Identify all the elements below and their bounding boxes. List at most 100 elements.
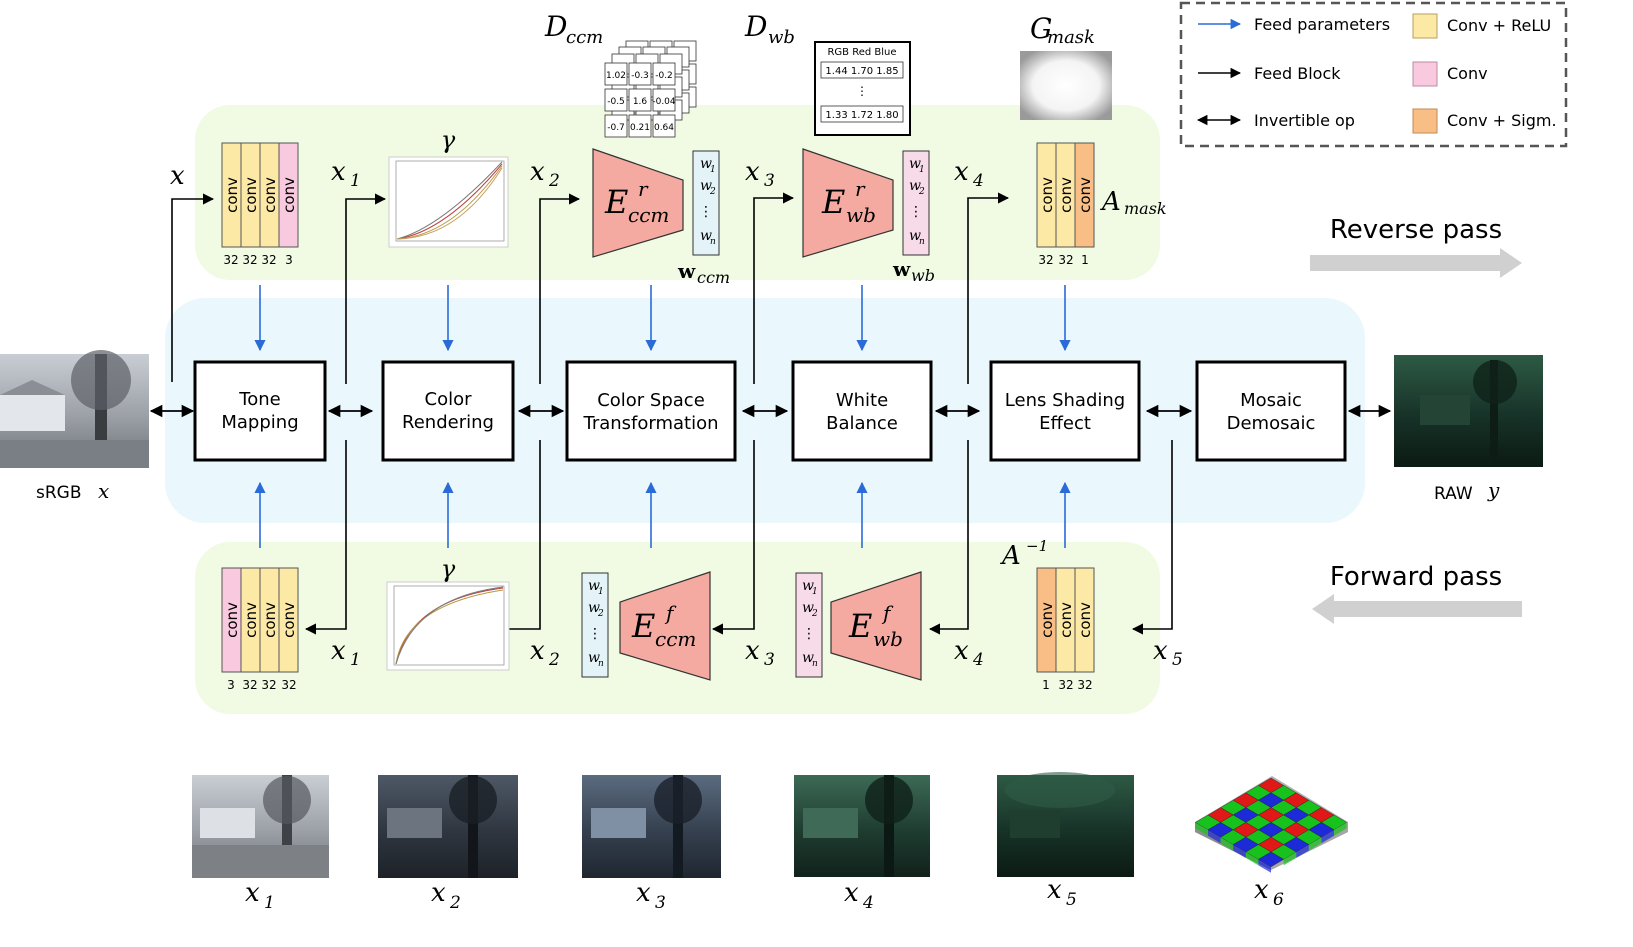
svg-text:⋮: ⋮ — [909, 204, 923, 220]
reverse-tone-conv-stack: conv conv conv conv 32 32 32 3 — [221, 142, 299, 267]
svg-text:ccm: ccm — [697, 268, 730, 287]
svg-text:x: x — [331, 636, 346, 666]
svg-text:w: w — [892, 257, 911, 281]
legend-feed-block: Feed Block — [1254, 64, 1341, 83]
svg-text:conv: conv — [261, 602, 279, 638]
svg-text:2: 2 — [548, 171, 560, 191]
svg-text:32: 32 — [1038, 253, 1053, 267]
block-label: Mosaic — [1240, 390, 1302, 411]
svg-text:wb: wb — [911, 266, 935, 285]
block-color-space-transformation — [565, 360, 737, 462]
gamma-label: γ — [441, 126, 456, 154]
svg-text:x: x — [745, 157, 760, 187]
raw-var: y — [1487, 478, 1500, 502]
block-label: Lens Shading — [1005, 390, 1125, 411]
svg-text:RGB Red Blue: RGB Red Blue — [827, 47, 896, 58]
svg-text:w: w — [588, 578, 600, 594]
svg-text:1: 1 — [710, 165, 716, 175]
svg-text:conv: conv — [1076, 602, 1094, 638]
svg-text:x: x — [954, 157, 969, 187]
bayer-cell-side — [1296, 844, 1309, 858]
block-label: Color — [425, 389, 473, 410]
legend: Feed parameters Feed Block Invertible op… — [1179, 1, 1568, 148]
weights-wb-reverse: w1 w2 ⋮ wn w wb — [892, 150, 935, 285]
block-mosaic-demosaic — [1195, 360, 1347, 462]
svg-text:E: E — [631, 607, 655, 645]
svg-text:x: x — [331, 157, 346, 187]
svg-text:-0.3: -0.3 — [631, 71, 649, 81]
svg-text:1.33 1.72 1.80: 1.33 1.72 1.80 — [825, 110, 898, 121]
svg-text:ccm: ccm — [566, 27, 603, 48]
dwb-table: D wb RGB Red Blue 1.44 1.70 1.85 ⋮ 1.33 … — [744, 10, 911, 136]
svg-text:wb: wb — [873, 627, 903, 651]
svg-text:3: 3 — [285, 253, 293, 267]
encoder-ccm-forward: E f ccm — [619, 571, 711, 681]
reverse-pass-label: Reverse pass — [1330, 215, 1502, 245]
legend-conv-sigm: Conv + Sigm. — [1447, 111, 1557, 130]
svg-text:3: 3 — [655, 893, 666, 913]
svg-text:1: 1 — [350, 650, 361, 670]
svg-text:-0.04: -0.04 — [652, 97, 676, 107]
bayer-cell-side — [1195, 822, 1208, 836]
svg-text:mask: mask — [1124, 199, 1167, 218]
block-label: White — [836, 390, 888, 411]
bayer-cell-side — [1220, 837, 1234, 851]
svg-text:x: x — [530, 157, 545, 187]
encoder-wb-reverse: E r wb — [802, 148, 894, 258]
svg-text:conv: conv — [242, 602, 260, 638]
legend-conv: Conv — [1447, 64, 1488, 83]
svg-text:4: 4 — [862, 893, 874, 913]
svg-text:n: n — [598, 659, 604, 669]
bayer-cell-side — [1334, 822, 1347, 836]
svg-text:32: 32 — [242, 253, 257, 267]
svg-text:n: n — [710, 237, 716, 247]
thumbnail-x5 — [997, 772, 1134, 877]
svg-text:1: 1 — [350, 171, 361, 191]
svg-text:x: x — [431, 878, 446, 908]
legend-feed-params: Feed parameters — [1254, 15, 1390, 34]
svg-text:-0.2: -0.2 — [655, 71, 673, 81]
svg-text:E: E — [604, 183, 628, 221]
svg-text:0.64: 0.64 — [654, 123, 674, 133]
svg-text:1: 1 — [812, 587, 818, 597]
svg-text:w: w — [909, 156, 921, 172]
svg-text:r: r — [855, 177, 866, 201]
svg-text:-0.5: -0.5 — [607, 97, 625, 107]
bayer-cell-side — [1321, 829, 1334, 844]
svg-text:ccm: ccm — [628, 203, 669, 227]
forward-gamma-plot: γ — [386, 555, 510, 671]
svg-text:3: 3 — [227, 678, 235, 692]
svg-text:n: n — [919, 237, 925, 247]
encoder-wb-forward: E f wb — [830, 571, 922, 681]
block-label: Mapping — [221, 412, 298, 433]
svg-text:mask: mask — [1047, 27, 1095, 48]
svg-text:conv: conv — [1076, 177, 1094, 213]
svg-text:x: x — [844, 878, 859, 908]
svg-text:conv: conv — [280, 602, 298, 638]
svg-text:D: D — [744, 10, 767, 43]
svg-text:A: A — [1000, 541, 1021, 571]
svg-text:1.6: 1.6 — [633, 97, 648, 107]
bayer-cell-side — [1208, 829, 1221, 844]
svg-text:32: 32 — [1058, 253, 1073, 267]
bayer-cell-side — [1245, 852, 1259, 866]
svg-text:E: E — [821, 183, 845, 221]
svg-text:w: w — [802, 578, 814, 594]
svg-text:2: 2 — [548, 650, 560, 670]
srgb-var: x — [98, 479, 109, 503]
svg-text:wb: wb — [846, 203, 876, 227]
svg-text:w: w — [700, 178, 712, 194]
forward-mask-conv-stack: conv conv conv 1 32 32 A −1 — [1000, 537, 1095, 692]
reverse-feed-arrows — [171, 192, 1010, 384]
svg-text:A: A — [1100, 187, 1121, 217]
svg-text:32: 32 — [281, 678, 296, 692]
srgb-label: sRGB — [36, 483, 82, 503]
svg-text:2: 2 — [449, 893, 461, 913]
svg-text:x: x — [245, 878, 260, 908]
svg-text:x: x — [1153, 636, 1168, 666]
svg-text:4: 4 — [972, 171, 984, 191]
block-label: Effect — [1039, 413, 1091, 434]
